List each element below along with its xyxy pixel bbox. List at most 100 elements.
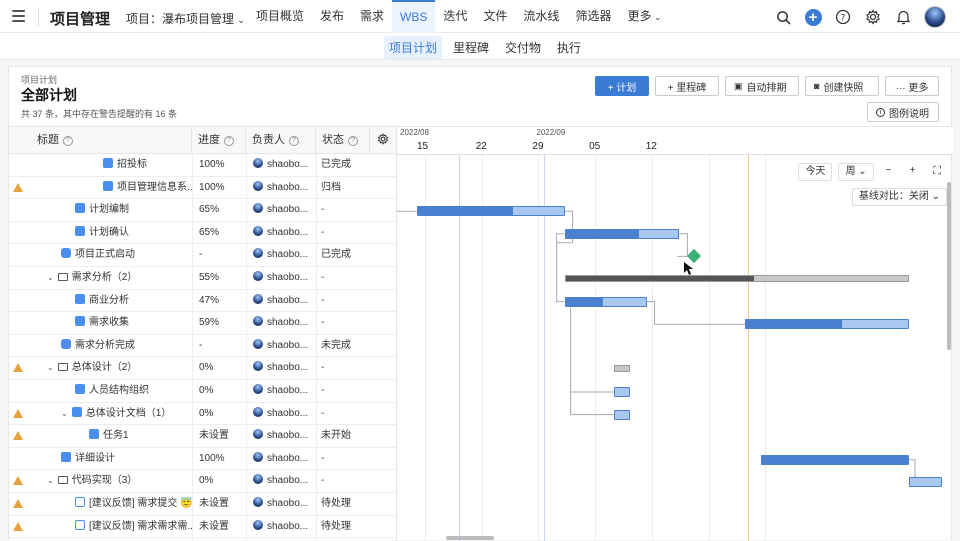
gantt-gridline (538, 127, 540, 541)
owner-name: shaobo... (267, 385, 309, 396)
nav-tab[interactable]: 发布 (320, 9, 345, 23)
table-row[interactable]: ⌄总体设计（2）0%shaobo...- (9, 357, 396, 380)
chevron-down-icon[interactable]: ⌄ (47, 273, 54, 282)
title-cell[interactable]: 计划编制 (27, 199, 192, 221)
gantt-task-bar[interactable] (417, 206, 565, 217)
nav-tab[interactable]: 筛选器 (575, 9, 612, 23)
nav-tab[interactable]: 文件 (483, 9, 508, 23)
title-cell[interactable]: ⌄ 代码实现（3） (27, 470, 192, 492)
gantt-task-bar[interactable] (909, 477, 942, 488)
title-cell[interactable]: 商业分析 (27, 290, 192, 312)
title-cell[interactable]: 任务1 (27, 425, 192, 447)
today-button[interactable]: 今天 (798, 163, 833, 181)
title-cell[interactable]: 招投标 (27, 154, 192, 176)
chevron-down-icon[interactable]: ⌄ (61, 408, 68, 418)
project-selector[interactable]: 项目：瀑布项目管理 ⌄ (126, 10, 245, 27)
title-cell[interactable]: 详细设计 (27, 448, 192, 470)
nav-tab[interactable]: 更多 ⌄ (627, 9, 662, 23)
fullscreen-icon[interactable]: ⛶ (927, 163, 947, 181)
col-owner[interactable]: 负责人? (246, 127, 316, 154)
avatar (253, 158, 263, 168)
search-icon[interactable] (774, 8, 792, 26)
help-icon[interactable]: ? (834, 8, 852, 26)
legend-button[interactable]: i 图例说明 (867, 102, 939, 122)
add-plan-button[interactable]: + 计划 (595, 76, 649, 96)
requirement-icon (75, 519, 85, 530)
title-text: 代码实现（3） (71, 475, 138, 487)
nav-tab[interactable]: 项目概览 (256, 9, 305, 23)
table-row[interactable]: ⌄代码实现（3）0%shaobo...- (9, 470, 396, 493)
avatar (253, 429, 263, 440)
table-row[interactable]: ⌄总体设计文档（1）0%shaobo...- (9, 403, 396, 426)
nav-tab[interactable]: 需求 (360, 9, 385, 23)
more-button[interactable]: ··· 更多 (885, 76, 939, 96)
gantt-summary-bar[interactable] (613, 365, 630, 373)
title-cell[interactable]: 需求分析完成 (27, 335, 192, 357)
subnav-tab[interactable]: 项目计划 (384, 36, 443, 59)
table-row[interactable]: 需求分析完成-shaobo...未完成 (9, 335, 396, 358)
gantt-task-bar[interactable] (564, 296, 647, 307)
col-status[interactable]: 状态? (316, 127, 370, 154)
column-settings-gear-icon[interactable] (370, 127, 396, 154)
subnav-tab[interactable]: 交付物 (505, 41, 542, 55)
col-progress[interactable]: 进度? (192, 127, 246, 154)
title-cell[interactable]: ⌄总体设计（2） (27, 357, 192, 379)
title-cell[interactable]: 计划确认 (27, 222, 192, 244)
gantt-dependency-lines (397, 210, 916, 483)
add-icon[interactable]: + (804, 8, 822, 26)
header-actions: + ? (774, 6, 946, 28)
nav-tab[interactable]: WBS (392, 0, 436, 33)
gantt-task-bar[interactable] (613, 409, 630, 420)
nav-tab[interactable]: 迭代 (443, 9, 468, 23)
horizontal-scrollbar[interactable] (446, 536, 494, 540)
gantt-summary-bar[interactable] (564, 275, 909, 282)
title-cell[interactable]: [建议反馈] 需求需求需... (27, 516, 192, 538)
title-cell[interactable]: ⌄总体设计文档（1） (27, 403, 192, 425)
baseline-compare-select[interactable]: 基线对比：关闭 ⌄ (851, 188, 947, 206)
gantt-task-bar[interactable] (745, 319, 909, 330)
title-cell[interactable]: 项目管理信息系... (27, 177, 192, 199)
user-avatar[interactable] (924, 6, 946, 28)
zoom-in-button[interactable]: + (903, 163, 922, 181)
chevron-down-icon[interactable]: ⌄ (47, 476, 54, 486)
create-snapshot-button[interactable]: ◙ 创建快照 (805, 76, 879, 96)
month-label: 2022/09 (536, 128, 566, 137)
gantt-task-bar[interactable] (613, 387, 630, 397)
add-milestone-button[interactable]: + 里程碑 (655, 76, 719, 96)
title-text: [建议反馈] 需求需求需... (89, 520, 192, 532)
bell-icon[interactable] (894, 8, 912, 26)
title-cell[interactable]: [建议反馈] 需求提交 😇 (27, 493, 192, 515)
hamburger-menu-icon[interactable] (12, 10, 25, 22)
zoom-out-button[interactable]: − (879, 163, 898, 181)
gantt-task-bar[interactable] (564, 228, 680, 239)
title-cell[interactable]: 人员结构组织 (27, 380, 192, 402)
chevron-down-icon[interactable]: ⌄ (47, 363, 54, 373)
table-row[interactable]: ⌄需求分析（2）55%shaobo...- (9, 267, 396, 290)
col-status-label: 状态 (322, 134, 344, 146)
gantt-task-bar[interactable] (761, 454, 909, 465)
title-cell[interactable]: ⌄需求分析（2） (27, 267, 192, 289)
vertical-scrollbar[interactable] (947, 182, 951, 350)
nav-tab[interactable]: 流水线 (523, 9, 560, 23)
auto-schedule-button[interactable]: ▣ 自动排期 (725, 76, 799, 96)
gear-icon[interactable] (864, 8, 882, 26)
table-row[interactable]: 项目正式启动-shaobo...已完成 (9, 244, 396, 267)
subnav-tab[interactable]: 里程碑 (453, 41, 490, 55)
table-row[interactable]: 项目管理信息系...100%shaobo...归档 (9, 177, 396, 200)
col-title[interactable]: 标题? (9, 127, 192, 154)
scale-select[interactable]: 周 ⌄ (838, 163, 874, 181)
subnav-tab[interactable]: 执行 (557, 41, 582, 55)
title-cell[interactable]: 需求收集 (27, 312, 192, 334)
title-cell[interactable]: 项目正式启动 (27, 244, 192, 266)
